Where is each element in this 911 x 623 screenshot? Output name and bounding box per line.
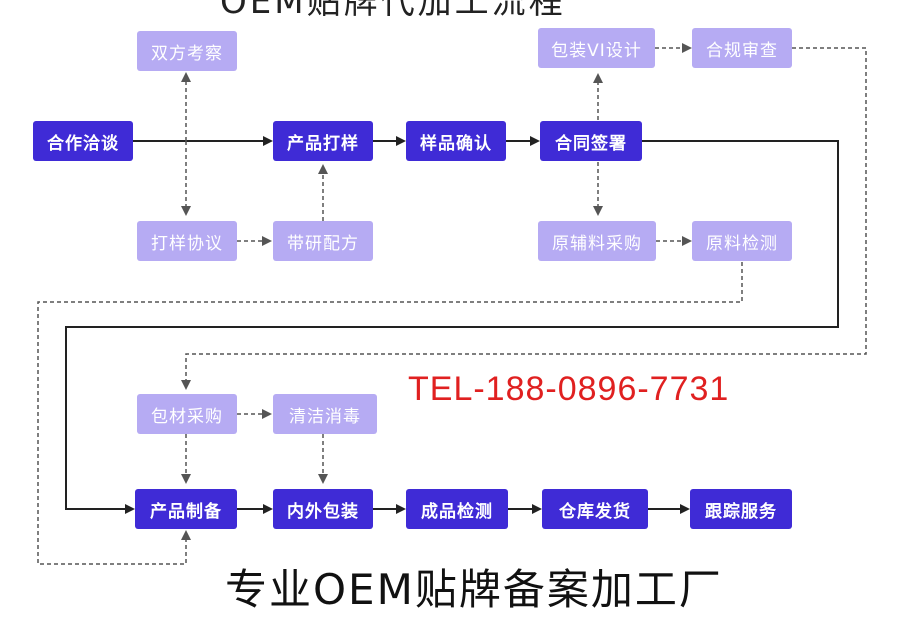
step-sample-confirm: 样品确认 xyxy=(406,121,506,161)
step-cooperation: 合作洽谈 xyxy=(33,121,133,161)
step-material-purchase: 原辅料采购 xyxy=(538,221,656,261)
step-contract-sign: 合同签署 xyxy=(540,121,642,161)
step-packaging: 内外包装 xyxy=(273,489,373,529)
step-warehouse-ship: 仓库发货 xyxy=(542,489,648,529)
page-title: OEM贴牌代加工流程 xyxy=(220,0,566,22)
step-mutual-inspect: 双方考察 xyxy=(137,31,237,71)
step-material-test: 原料检测 xyxy=(692,221,792,261)
slogan-text: 专业OEM贴牌备案加工厂 xyxy=(225,565,723,614)
dash-review-to-packing xyxy=(181,47,867,390)
dash-material-test-to-production xyxy=(37,262,743,565)
step-product-test: 成品检测 xyxy=(406,489,508,529)
step-package-vi: 包装VI设计 xyxy=(538,28,655,68)
contact-phone: TEL-188-0896-7731 xyxy=(408,370,730,408)
step-production-prep: 产品制备 xyxy=(135,489,237,529)
step-rd-formula: 带研配方 xyxy=(273,221,373,261)
step-clean-disinfect: 清洁消毒 xyxy=(273,394,377,434)
arrow-contract-to-production xyxy=(65,140,839,514)
step-sample-making: 产品打样 xyxy=(273,121,373,161)
step-sample-agreement: 打样协议 xyxy=(137,221,237,261)
step-follow-service: 跟踪服务 xyxy=(690,489,792,529)
step-packing-purchase: 包材采购 xyxy=(137,394,237,434)
step-compliance-review: 合规审查 xyxy=(692,28,792,68)
